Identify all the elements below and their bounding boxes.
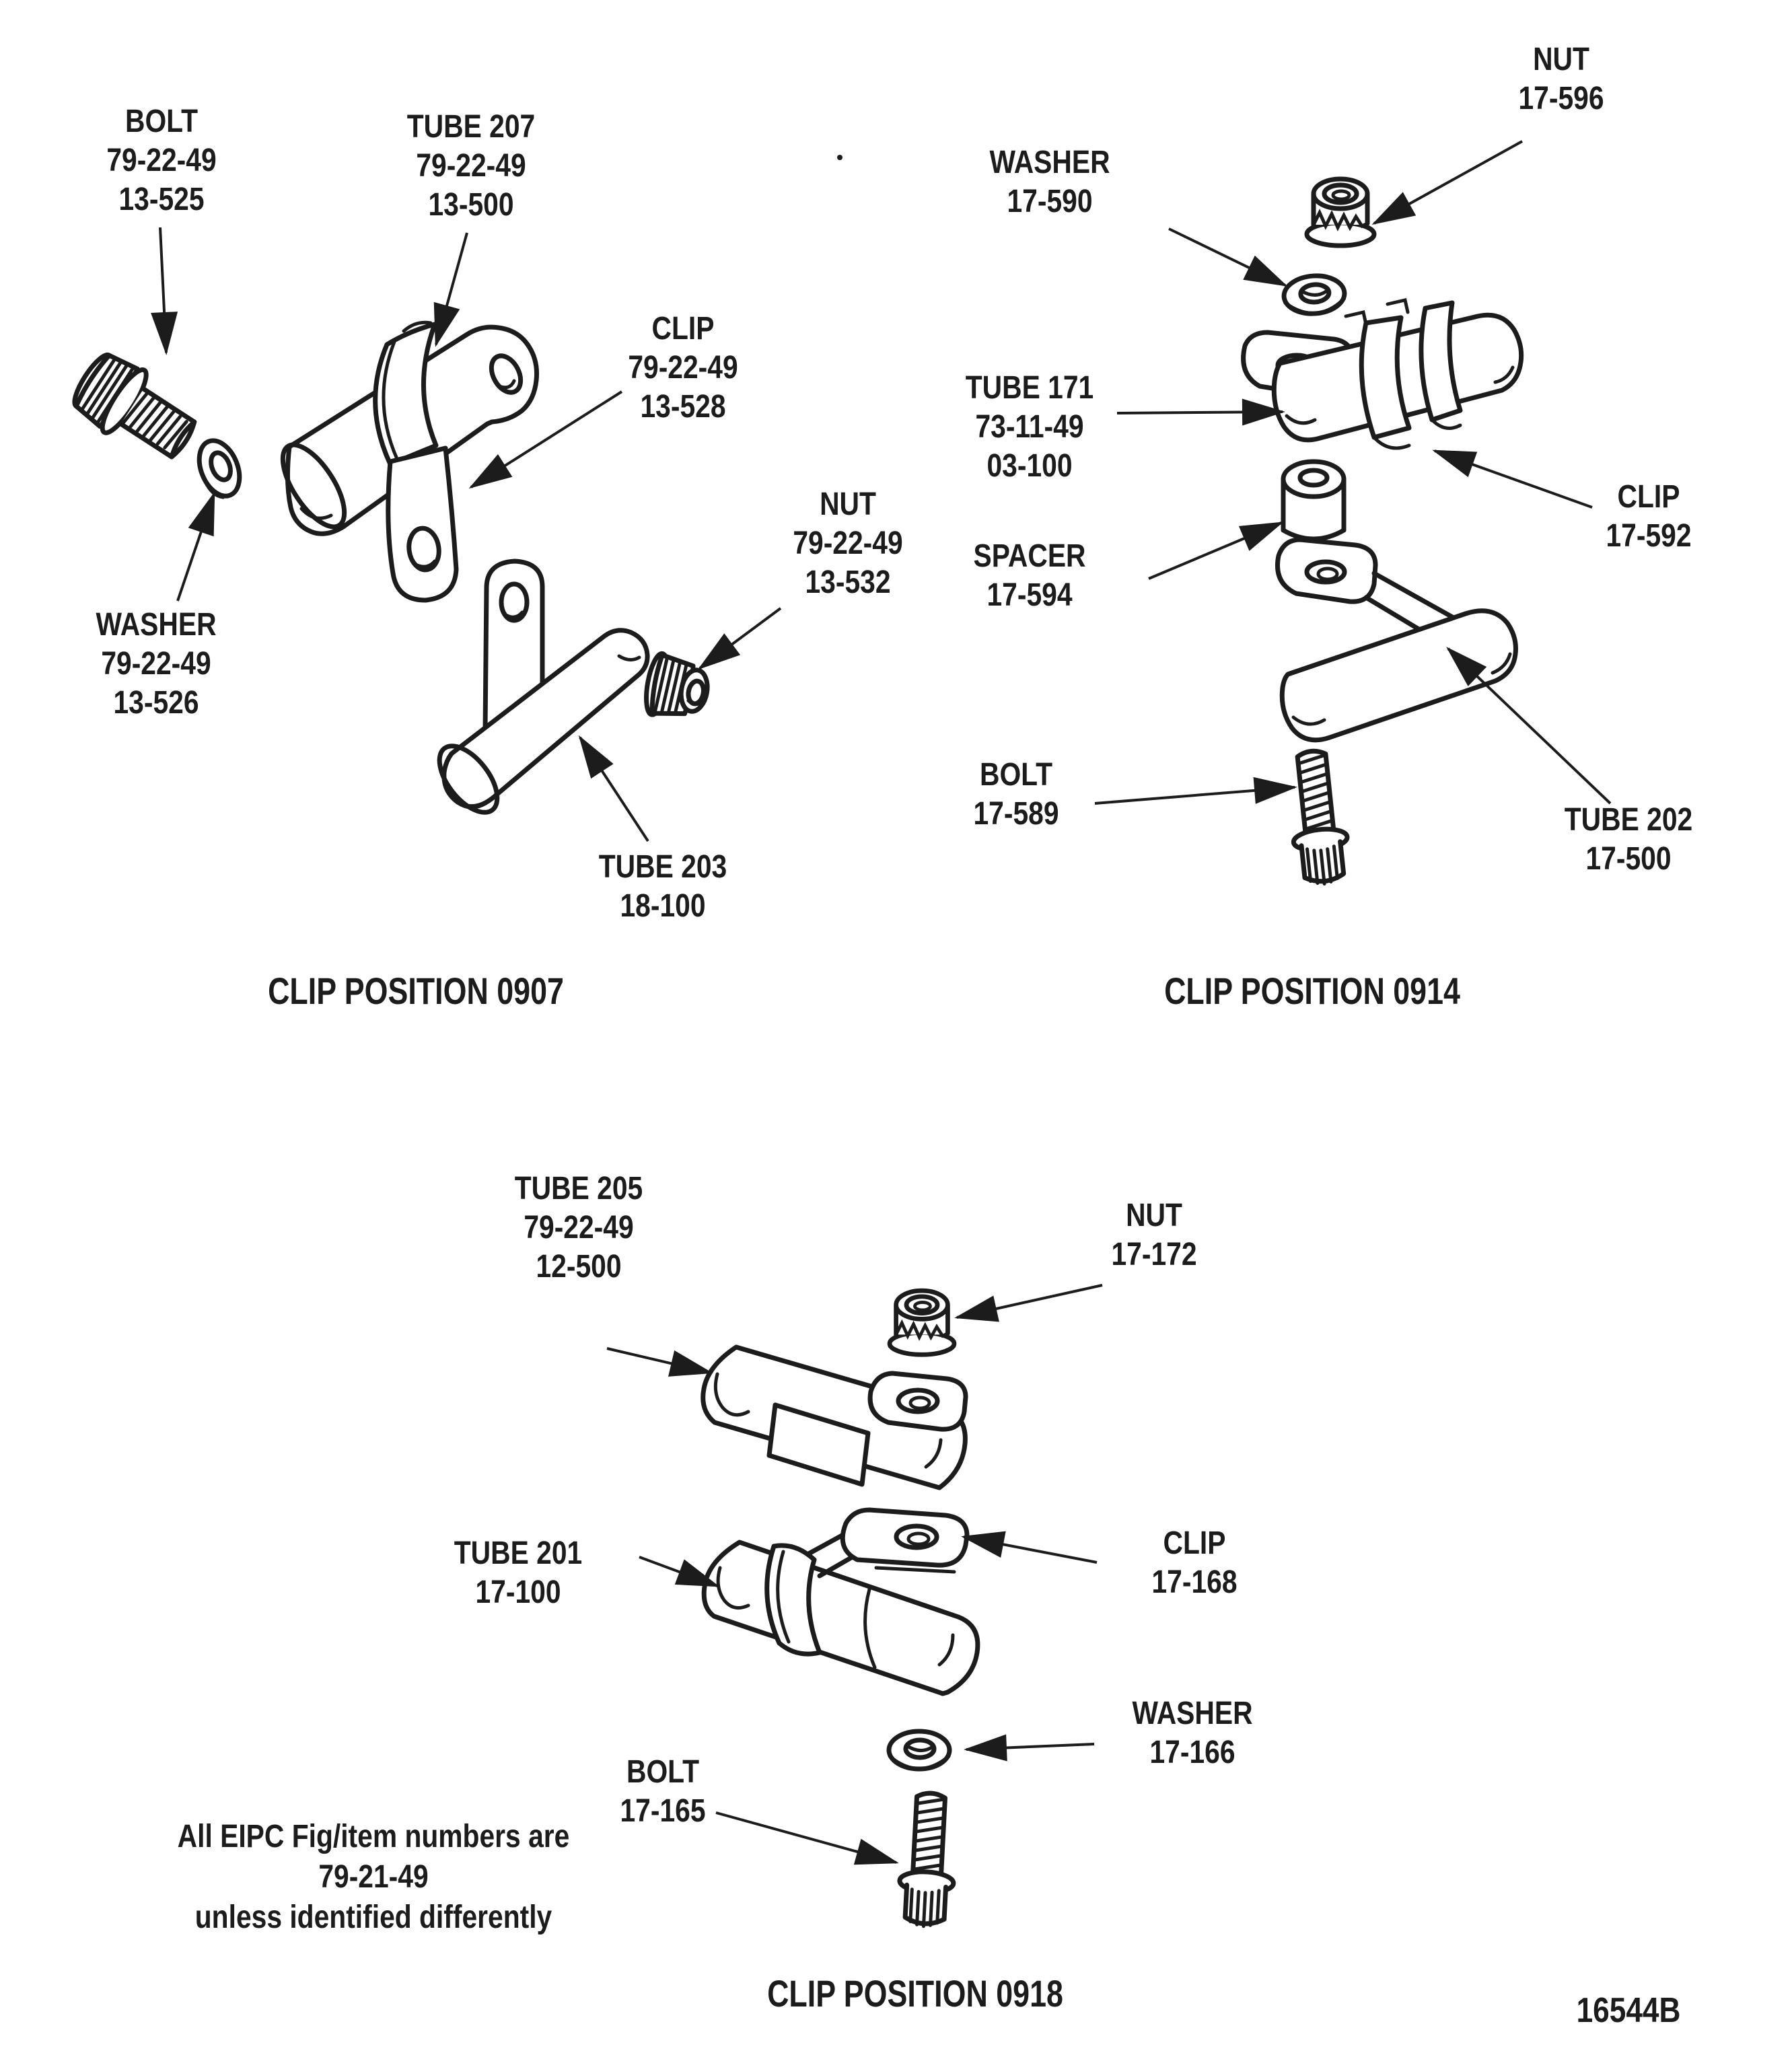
leader-arrows-0914	[1094, 140, 1612, 805]
part-name: BOLT	[979, 757, 1053, 793]
nut-drawing	[1307, 179, 1374, 246]
clip-position-0907-drawing	[72, 227, 782, 842]
item-number: 18-100	[620, 888, 706, 924]
label-0907-nut: NUT 79-22-49 13-532	[727, 485, 969, 602]
item-number: 17-168	[1151, 1564, 1238, 1600]
part-name: TUBE 202	[1564, 802, 1693, 838]
bolt-drawing	[1285, 748, 1352, 886]
tube-205-drawing	[701, 1344, 968, 1490]
part-name: NUT	[1126, 1198, 1182, 1233]
item-number: 17-165	[620, 1793, 706, 1829]
item-number: 13-528	[640, 389, 726, 425]
part-name: NUT	[1533, 42, 1589, 77]
fig-number: 79-22-49	[628, 350, 738, 386]
part-name: WASHER	[96, 607, 217, 643]
label-0914-spacer: SPACER 17-594	[908, 537, 1151, 615]
tube-202-drawing	[1275, 537, 1518, 743]
leader-arrows-0907	[151, 227, 782, 842]
fig-number: 79-22-49	[416, 148, 526, 184]
scan-speckle	[837, 155, 843, 160]
nut-drawing	[644, 651, 710, 717]
washer-drawing	[1283, 274, 1346, 316]
caption-0907: CLIP POSITION 0907	[268, 970, 564, 1012]
tube-207-clip-drawing	[280, 320, 539, 603]
label-0914-washer: WASHER 17-590	[929, 143, 1171, 221]
label-0914-tube171: TUBE 171 73-11-49 03-100	[908, 369, 1151, 486]
item-number: 17-589	[973, 796, 1059, 832]
washer-drawing	[196, 438, 242, 499]
tube-171-clip-drawing	[1241, 297, 1524, 450]
label-0907-washer: WASHER 79-22-49 13-526	[35, 606, 277, 723]
item-number: 17-172	[1111, 1237, 1197, 1272]
label-0918-clip: CLIP 17-168	[1073, 1524, 1316, 1602]
label-0918-bolt: BOLT 17-165	[542, 1753, 784, 1831]
bolt-drawing	[72, 352, 197, 460]
part-name: NUT	[820, 486, 876, 522]
part-name: TUBE 203	[598, 849, 727, 885]
label-0918-tube205: TUBE 205 79-22-49 12-500	[458, 1169, 700, 1287]
part-name: CLIP	[1163, 1525, 1226, 1561]
label-0918-washer: WASHER 17-166	[1071, 1694, 1314, 1772]
fig-number: 79-22-49	[101, 646, 211, 682]
label-0907-clip: CLIP 79-22-49 13-528	[562, 310, 804, 427]
item-number: 13-526	[113, 685, 199, 721]
spacer-drawing	[1281, 459, 1347, 542]
clip-position-0918-drawing	[606, 1284, 1103, 1928]
part-name: CLIP	[1617, 479, 1680, 515]
part-name: WASHER	[1132, 1696, 1253, 1731]
label-0914-nut: NUT 17-596	[1440, 40, 1682, 118]
item-number: 03-100	[987, 448, 1073, 484]
leader-arrows-0918	[606, 1284, 1103, 1865]
label-0918-tube201: TUBE 201 17-100	[397, 1534, 639, 1612]
label-0914-tube202: TUBE 202 17-500	[1507, 801, 1750, 879]
item-number: 17-500	[1585, 841, 1672, 877]
item-number: 13-500	[428, 187, 514, 223]
part-name: WASHER	[989, 145, 1110, 180]
item-number: 13-525	[118, 182, 205, 217]
part-name: TUBE 205	[514, 1171, 643, 1206]
fig-number: 79-22-49	[524, 1210, 634, 1245]
part-name: BOLT	[124, 104, 199, 139]
item-number: 17-592	[1606, 518, 1692, 554]
item-number: 17-594	[987, 577, 1073, 613]
item-number: 13-532	[805, 565, 891, 600]
part-name: TUBE 171	[965, 370, 1094, 406]
part-name: SPACER	[973, 538, 1086, 574]
item-number: 17-590	[1007, 184, 1093, 219]
part-name: BOLT	[626, 1754, 700, 1790]
item-number: 17-596	[1518, 81, 1604, 116]
part-name: TUBE 207	[406, 109, 536, 145]
fig-number: 73-11-49	[975, 409, 1084, 445]
item-number: 17-166	[1149, 1735, 1235, 1770]
tube-201-clip-drawing	[701, 1507, 980, 1696]
label-0907-bolt: BOLT 79-22-49 13-525	[40, 102, 283, 219]
part-name: TUBE 201	[454, 1535, 583, 1571]
label-0918-nut: NUT 17-172	[1033, 1196, 1275, 1274]
nut-drawing	[890, 1291, 954, 1355]
bolt-drawing	[898, 1792, 958, 1928]
label-0907-tube203: TUBE 203 18-100	[542, 848, 784, 926]
figure-code: 16544B	[1576, 1991, 1681, 2030]
washer-drawing	[889, 1731, 949, 1769]
label-0914-clip: CLIP 17-592	[1528, 478, 1770, 556]
eipc-note: All EIPC Fig/item numbers are 79-21-49 u…	[177, 1819, 570, 1935]
part-name: CLIP	[651, 311, 715, 347]
caption-0914: CLIP POSITION 0914	[1164, 970, 1460, 1012]
label-0907-tube207: TUBE 207 79-22-49 13-500	[350, 108, 592, 225]
caption-0918: CLIP POSITION 0918	[767, 1972, 1063, 2015]
item-number: 12-500	[536, 1249, 622, 1285]
fig-number: 79-22-49	[793, 526, 903, 561]
clip-position-0914-drawing	[1094, 140, 1612, 887]
tube-203-drawing	[437, 558, 650, 815]
fig-number: 79-22-49	[106, 143, 217, 178]
label-0914-bolt: BOLT 17-589	[895, 756, 1137, 834]
item-number: 17-100	[475, 1575, 561, 1610]
